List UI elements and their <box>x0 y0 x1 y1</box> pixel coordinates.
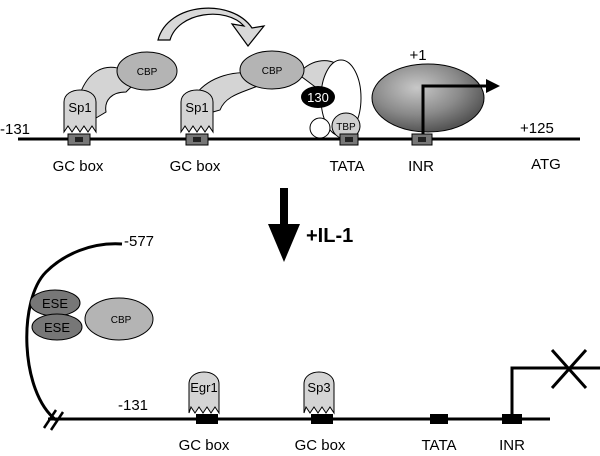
ese-shape-2 <box>31 313 83 341</box>
bottom-tata-marker <box>430 414 448 424</box>
cbp-shape-b <box>239 50 305 90</box>
cbp-label-b: CBP <box>262 66 283 77</box>
bottom-gc-box-marker-1 <box>196 414 218 424</box>
transition: +IL-1 <box>268 188 353 262</box>
sp1-shape-b <box>180 89 214 134</box>
top-panel: CBP CBP Sp1 Sp1 TBP 130 <box>0 7 580 175</box>
bottom-coord-far: -577 <box>124 233 154 250</box>
bottom-gc-box-2-label: GC box <box>295 437 346 454</box>
top-coord-left: -131 <box>0 121 30 138</box>
tss-arrow-icon <box>421 84 488 134</box>
sp1-label-b: Sp1 <box>185 100 208 115</box>
gc-box-marker-1 <box>67 133 91 146</box>
p130-label: 130 <box>307 90 329 105</box>
egr1-shape <box>188 371 220 415</box>
taf-shape-small <box>309 117 331 139</box>
top-inr-label: INR <box>408 158 434 175</box>
bottom-cbp-shape <box>84 297 154 341</box>
ese-label-1: ESE <box>42 296 68 311</box>
top-coord-right: +125 <box>520 120 554 137</box>
block-x-icon-b <box>550 348 588 390</box>
tata-marker <box>339 133 359 146</box>
egr1-label: Egr1 <box>190 380 217 395</box>
il1-label: +IL-1 <box>306 225 353 247</box>
bottom-panel: CBP ESE ESE Egr1 Sp3 -577 -131 GC box GC… <box>25 233 600 454</box>
bottom-cbp-label: CBP <box>111 315 132 326</box>
top-gc-box-1-label: GC box <box>53 158 104 175</box>
tbp-label: TBP <box>336 122 356 133</box>
bottom-inr-label: INR <box>499 437 525 454</box>
bottom-gc-box-1-label: GC box <box>179 437 230 454</box>
bottom-inr-marker <box>502 414 522 424</box>
bottom-gc-box-marker-2 <box>311 414 333 424</box>
cbp-shape-a <box>116 51 178 91</box>
down-arrow-shaft <box>280 188 288 228</box>
sp1-shape-a <box>63 89 97 134</box>
ese-label-2: ESE <box>44 320 70 335</box>
tss-arrowhead-icon <box>486 79 500 93</box>
gc-box-marker-2 <box>185 133 209 146</box>
cbp-label-a: CBP <box>137 67 158 78</box>
top-tss-label: +1 <box>409 47 426 64</box>
bottom-coord-left: -131 <box>118 397 148 414</box>
p130-shape <box>301 86 335 108</box>
sp3-label: Sp3 <box>307 380 330 395</box>
inr-marker <box>411 133 433 146</box>
top-gc-box-2-label: GC box <box>170 158 221 175</box>
down-arrow-icon <box>268 224 300 262</box>
sp1-label-a: Sp1 <box>68 100 91 115</box>
upstream-dna-loop <box>25 242 123 422</box>
curved-arrow-icon <box>157 7 266 47</box>
sp3-shape <box>303 371 335 415</box>
blocked-tss-line <box>510 366 600 414</box>
pol-ii-shape <box>371 63 485 133</box>
bottom-tata-label: TATA <box>422 437 457 454</box>
top-tata-label: TATA <box>330 158 365 175</box>
top-atg-label: ATG <box>531 156 561 173</box>
dna-break-mark-2 <box>49 411 65 431</box>
